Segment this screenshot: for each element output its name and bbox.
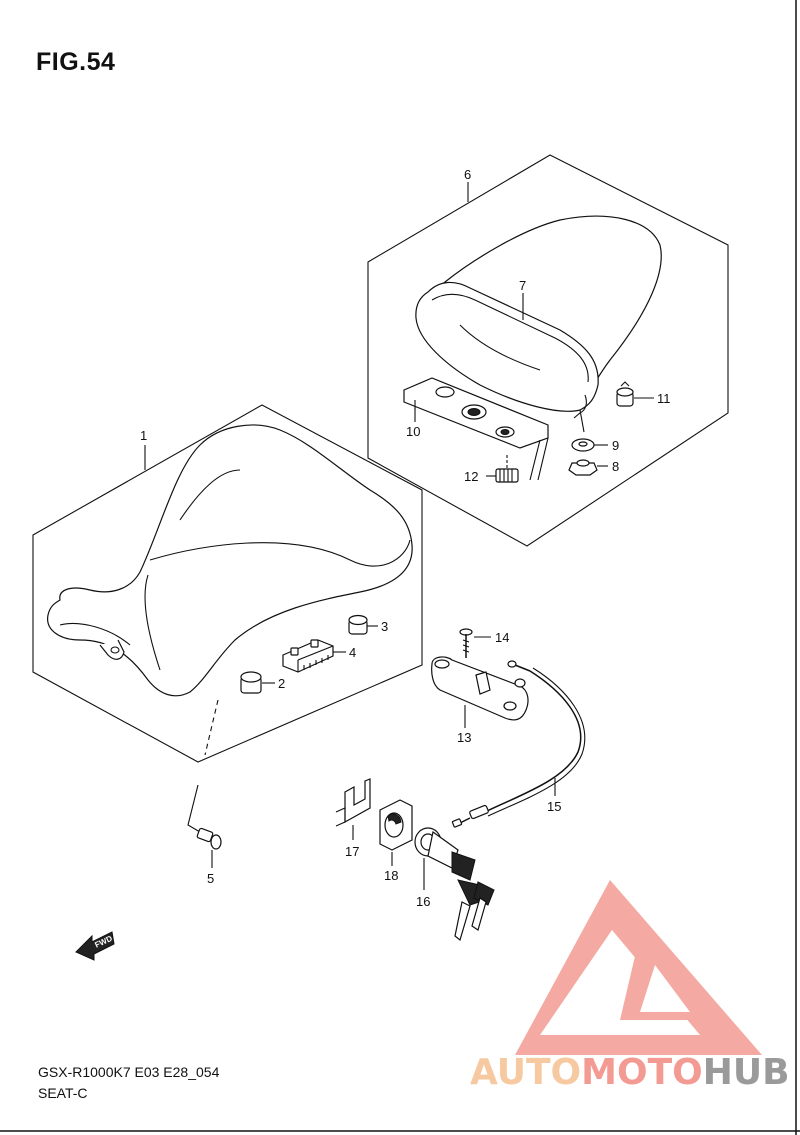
watermark-auto: AUTO xyxy=(470,1052,582,1093)
callout-3: 3 xyxy=(381,619,388,634)
callout-14: 14 xyxy=(495,630,509,645)
callout-10: 10 xyxy=(406,424,420,439)
watermark-hub: HUB xyxy=(702,1052,790,1093)
lock-holder-18 xyxy=(379,799,413,866)
callout-15: 15 xyxy=(547,799,561,814)
model-code: GSX-R1000K7 E03 E28_054 xyxy=(38,1064,220,1080)
seat-latch-13 xyxy=(431,656,529,728)
callout-4: 4 xyxy=(349,645,356,660)
front-seat-group-outline xyxy=(32,404,423,763)
cushion-block-4 xyxy=(282,639,334,673)
bolt-5 xyxy=(187,784,222,850)
watermark-logo xyxy=(515,880,762,1055)
seat-lock-16 xyxy=(414,827,495,942)
forward-direction-arrow: FWD xyxy=(75,931,115,961)
callout-1: 1 xyxy=(140,428,147,443)
callout-5: 5 xyxy=(207,871,214,886)
watermark-moto: MOTO xyxy=(581,1052,703,1093)
callout-13: 13 xyxy=(457,730,471,745)
callout-7: 7 xyxy=(519,278,526,293)
callout-12: 12 xyxy=(464,469,478,484)
rear-seat-group-outline xyxy=(367,154,729,547)
callout-2: 2 xyxy=(278,676,285,691)
section-name: SEAT-C xyxy=(38,1085,88,1101)
rear-seat-bracket xyxy=(403,377,585,481)
figure-title: FIG.54 xyxy=(36,48,116,76)
callout-18: 18 xyxy=(384,868,398,883)
front-seat xyxy=(47,424,413,756)
cushion-3 xyxy=(348,614,368,635)
washer-9 xyxy=(571,438,595,452)
callout-8: 8 xyxy=(612,459,619,474)
cushion-2 xyxy=(240,671,262,694)
screw-14 xyxy=(459,628,491,658)
callout-9: 9 xyxy=(612,438,619,453)
spring-nut-12 xyxy=(495,455,519,483)
watermark-text: AUTOMOTOHUB xyxy=(470,1052,790,1093)
callout-17: 17 xyxy=(345,844,359,859)
callout-16: 16 xyxy=(416,894,430,909)
seat-cable-15 xyxy=(451,660,586,828)
rear-seat-cushion xyxy=(415,215,662,419)
callout-6: 6 xyxy=(464,167,471,182)
clip-17 xyxy=(335,778,371,840)
nut-8 xyxy=(568,459,598,476)
rear-nut-11 xyxy=(616,381,634,407)
callout-11: 11 xyxy=(657,391,671,406)
